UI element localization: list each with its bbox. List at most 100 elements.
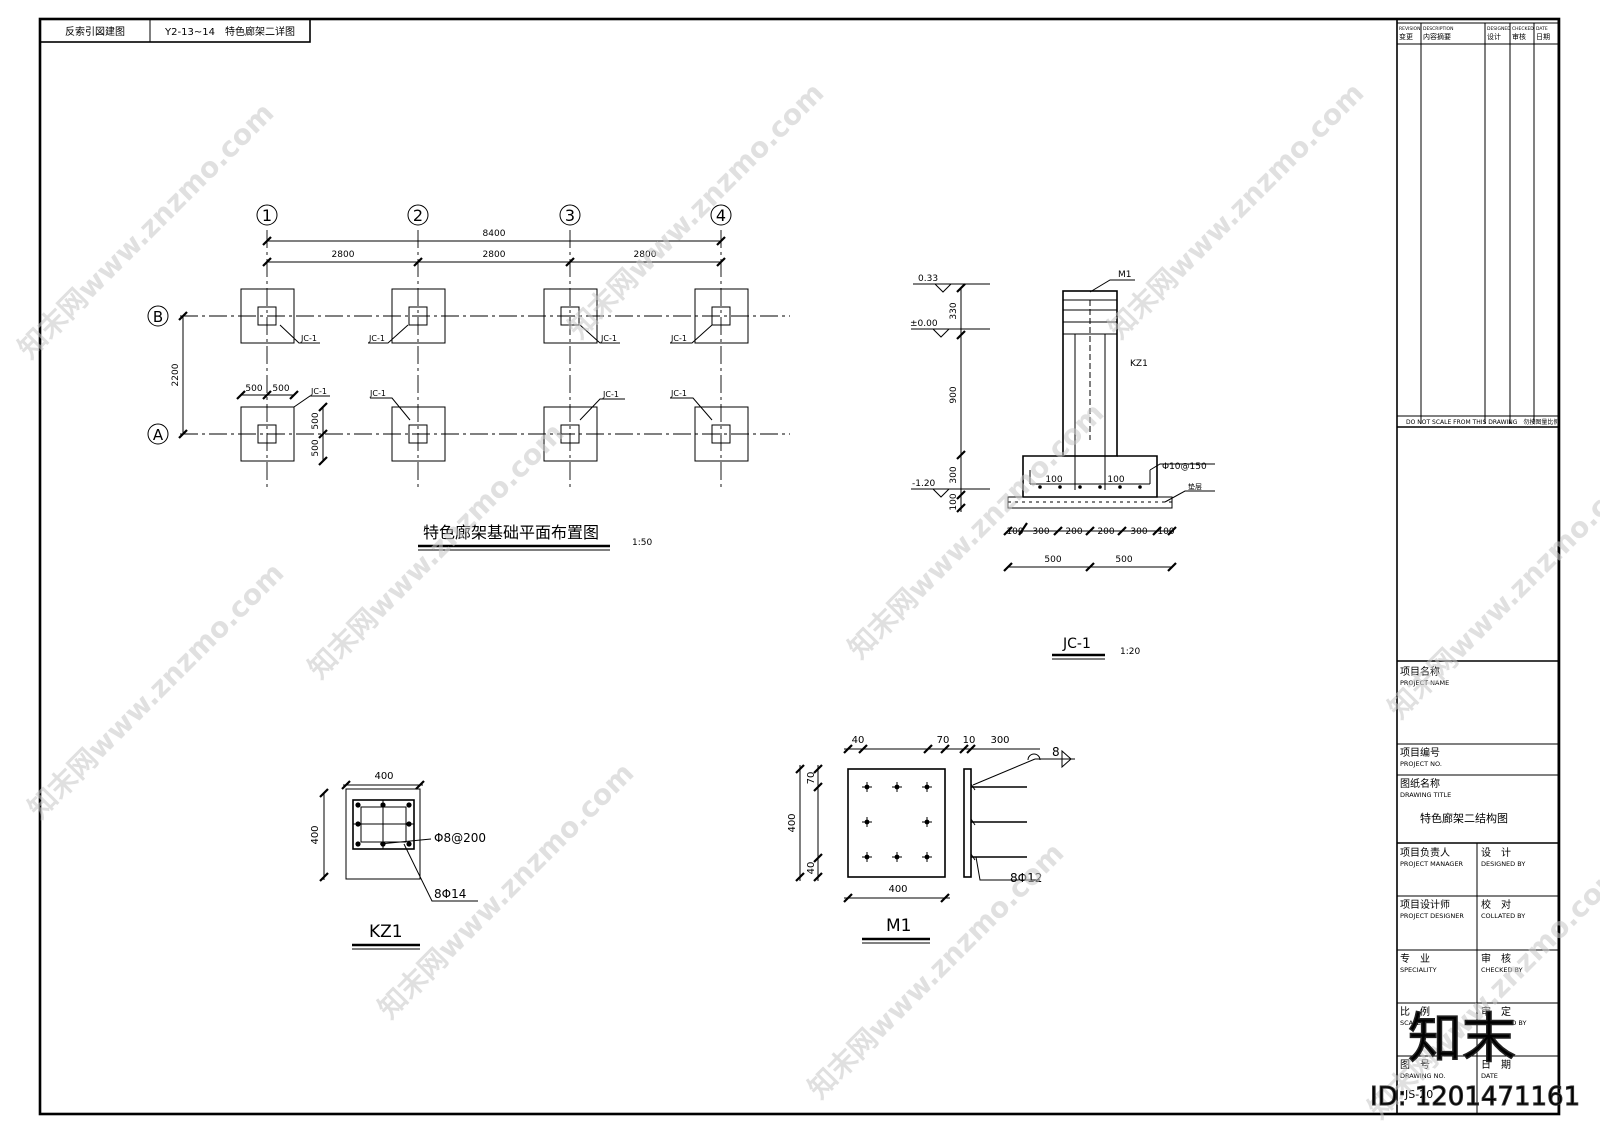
rebar-callout: Φ10@150 [1149,462,1215,472]
svg-text:B: B [153,308,163,326]
section-scale: 1:20 [1120,647,1140,657]
svg-text:300: 300 [1130,527,1147,537]
svg-text:JC-1: JC-1 [300,334,317,343]
svg-text:JC-1: JC-1 [670,389,687,398]
m1-dim-70: 70 [937,735,950,746]
m1-bolts [862,782,932,862]
svg-text:JC-1: JC-1 [670,334,687,343]
plan-title: 特色廊架基础平面布置图 [423,523,599,542]
svg-text:知末网www.znzmo.com: 知末网www.znzmo.com [302,416,571,685]
project-no-en: PROJECT NO. [1400,760,1442,768]
m1-title: M1 [886,916,911,936]
svg-text:PROJECT DESIGNER: PROJECT DESIGNER [1400,912,1464,920]
svg-text:图 号: 图 号 [1400,1059,1430,1071]
drawing-title-cn: 图纸名称 [1400,777,1440,790]
m1-dim-left-400: 400 [787,813,798,832]
svg-text:SCALE: SCALE [1400,1019,1421,1027]
m1-dim-left-70: 70 [806,772,817,785]
section-title: JC-1 [1062,636,1091,652]
svg-text:330: 330 [949,302,959,319]
m1-bottom-dim: 400 [888,884,907,895]
project-no-cn: 项目编号 [1400,746,1440,759]
svg-text:100: 100 [949,493,959,510]
footing-dim-left: 500 [245,384,262,394]
svg-text:8Φ12: 8Φ12 [1010,871,1042,885]
svg-text:知末网www.znzmo.com: 知末网www.znzmo.com [372,756,641,1025]
kz1-height: 400 [310,825,321,844]
svg-text:2: 2 [413,206,423,225]
svg-text:设 计: 设 计 [1481,846,1511,859]
svg-text:REVISION: REVISION [1399,26,1420,32]
watermark-logo: 知末 [1408,1007,1516,1070]
svg-text:审核: 审核 [1512,32,1526,41]
svg-text:JC-1: JC-1 [600,334,617,343]
callout-jc1-a3: JC-1 [579,390,625,421]
svg-text:Φ8@200: Φ8@200 [434,831,486,845]
header-ref-box: 反索引図建图 Y2-13~14 特色廊架二详图 [39,18,311,43]
footing-A2 [391,406,446,462]
svg-text:SPECIALITY: SPECIALITY [1400,966,1437,974]
foundation-plan: 1 2 3 4 B A 8400 2800 [147,204,790,551]
svg-text:变更: 变更 [1399,32,1413,41]
svg-text:校 对: 校 对 [1481,898,1511,911]
plan-scale: 1:50 [632,538,652,548]
m1-dim-300: 300 [990,735,1009,746]
drawing-title-value: 特色廊架二结构图 [1420,811,1508,825]
svg-text:500: 500 [1115,555,1132,565]
watermark-id: ID: 1201471161 [1370,1082,1580,1112]
svg-text:DATE: DATE [1536,26,1548,32]
svg-text:±0.00: ±0.00 [910,319,938,329]
rev-header-revision: REVISION 变更 [1399,26,1420,41]
svg-text:8Φ14: 8Φ14 [434,887,466,901]
plan-bay-dim-2: 2800 [483,250,506,260]
m1-dim-40: 40 [852,735,865,746]
rev-header-description: DESCRIPTION 内容摘要 [1423,26,1453,41]
m1-detail: 8 40 70 10 300 70 400 40 400 8Φ [787,735,1075,944]
footing-B1 [240,288,295,344]
svg-text:CHECKED: CHECKED [1512,26,1534,32]
section-column [1062,290,1118,457]
callout-jc1-b2: JC-1 [368,324,409,344]
kz1-detail: 400 400 Φ8@200 8Φ14 KZ1 [310,771,486,950]
svg-text:专 业: 专 业 [1400,952,1430,965]
svg-text:A: A [153,426,164,444]
drawing-title-en: DRAWING TITLE [1400,791,1451,799]
callout-jc1-b1: JC-1 [279,324,320,344]
svg-text:JC-1: JC-1 [310,387,327,396]
svg-text:900: 900 [949,386,959,403]
svg-text:内容摘要: 内容摘要 [1423,32,1451,41]
svg-text:知末网www.znzmo.com: 知末网www.znzmo.com [1382,456,1600,725]
svg-text:审 定: 审 定 [1481,1005,1511,1018]
callout-jc1-a2: JC-1 [369,389,411,421]
axis-bubble-3: 3 [559,204,581,226]
kz1-stirrup-callout: Φ8@200 [379,831,486,845]
m1-dim-10: 10 [963,735,976,746]
footing-B2 [391,288,446,344]
svg-text:-1.20: -1.20 [912,479,936,489]
svg-text:APPROVED BY: APPROVED BY [1481,1019,1527,1027]
outer-frame [38,17,1561,1116]
section-column-label: KZ1 [1130,359,1148,369]
jc1-section: 0.33 ±0.00 -1.20 330 900 300 100 [910,270,1215,660]
svg-text:8: 8 [1052,745,1060,759]
callout-jc1-a4: JC-1 [670,389,713,421]
footing-B4 [694,288,749,344]
watermark-layer: 知末网www.znzmo.com 知末网www.znzmo.com 知末网www… [12,76,1600,1125]
m1-bolts-callout: 8Φ12 [975,856,1042,885]
svg-text:垫层: 垫层 [1188,482,1202,491]
svg-text:100: 100 [1107,475,1124,485]
svg-text:0.33: 0.33 [918,274,938,284]
header-ref-code: Y2-13~14 特色廊架二详图 [164,25,295,38]
svg-text:JC-1: JC-1 [369,389,386,398]
svg-text:知末网www.znzmo.com: 知末网www.znzmo.com [1102,76,1371,345]
drawing-no-value: JS-20 [1404,1088,1433,1101]
svg-text:JC-1: JC-1 [602,390,619,399]
plate-callout: M1 [1089,270,1135,293]
svg-text:3: 3 [565,206,575,225]
rev-header-date: DATE 日期 [1536,26,1550,41]
svg-text:300: 300 [1032,527,1049,537]
header-ref-label: 反索引図建图 [65,25,125,38]
kz1-title: KZ1 [369,922,403,942]
rev-header-checked: CHECKED 审核 [1512,26,1534,41]
callout-jc1-b4: JC-1 [670,324,713,344]
